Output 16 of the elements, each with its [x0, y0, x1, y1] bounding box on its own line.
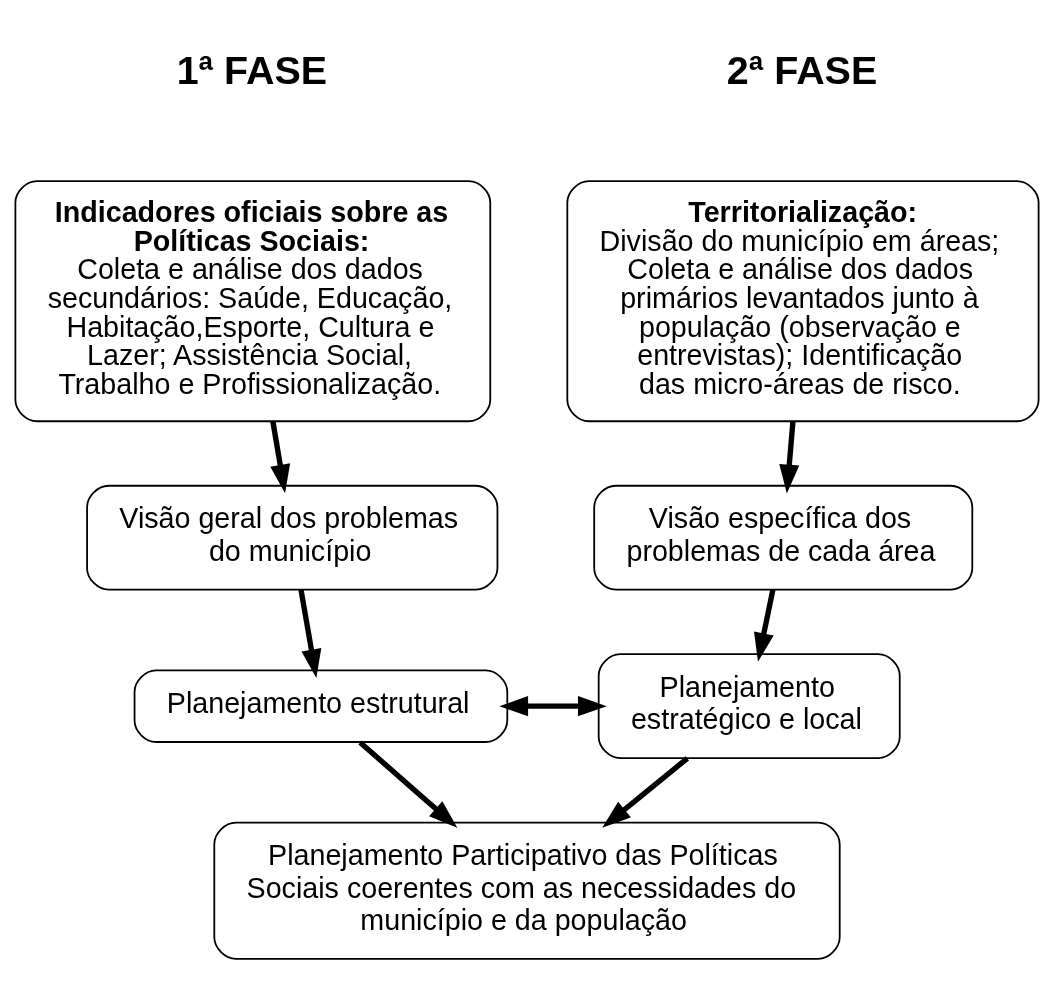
node-box: Planejamento estrutural	[133, 668, 509, 743]
arrow	[499, 695, 607, 716]
arrow	[270, 420, 291, 493]
arrow	[779, 420, 800, 493]
label: 1ª FASE	[176, 47, 328, 92]
arrow	[298, 588, 322, 678]
node-box: Visão geral dos problemas do município	[86, 484, 499, 591]
node-box: Planejamento Participativo das Políticas Sociais coerentes com as necessidades do município e da população	[213, 821, 841, 960]
arrow	[753, 588, 776, 662]
node-box: Planejamento estratégico e local	[597, 652, 901, 759]
node-box: Visão específica dos problemas de cada área	[593, 484, 974, 591]
arrow	[602, 755, 689, 828]
node-box: Territorialização: Divisão do município em áreas; Coleta e análise dos dados primários levantados junto à população (observação e entrevistas); Identificação das micro-áreas de risco.	[566, 179, 1040, 422]
node-box: Indicadores oficiais sobre as Políticas Sociais: Coleta e análise dos dados secundários: Saúde, Educação, Habitação,Esporte, Cultura e Lazer; Assistência Social, Trabalho e Profissionalização.	[14, 179, 492, 422]
arrow	[358, 739, 458, 828]
label: 2ª FASE	[726, 47, 878, 92]
